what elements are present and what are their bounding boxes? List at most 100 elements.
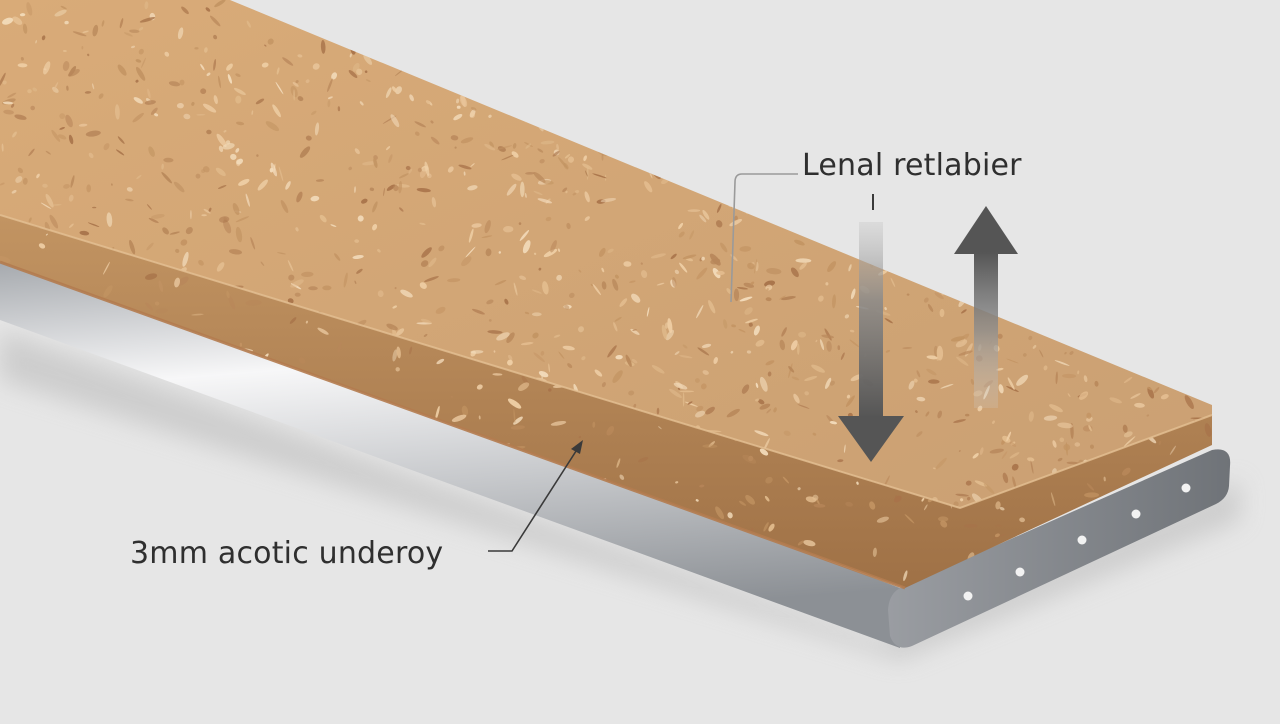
wood-chip (533, 252, 537, 255)
wood-chip (91, 83, 95, 90)
wood-chip (120, 459, 132, 467)
wood-chip (699, 484, 705, 488)
wood-chip (388, 154, 393, 164)
wood-chip (396, 346, 401, 359)
wood-chip (974, 480, 988, 487)
wood-chip (809, 13, 814, 20)
wood-chip (1009, 452, 1020, 459)
wood-chip (525, 171, 535, 175)
wood-chip (716, 203, 722, 213)
rail-holes (963, 483, 1191, 601)
wood-chip (766, 268, 782, 275)
wood-chip (1067, 393, 1071, 397)
wood-chip (193, 456, 200, 468)
wood-chip (87, 53, 90, 57)
wood-chip (62, 49, 67, 53)
wood-chip (623, 58, 628, 64)
wood-chip (1082, 54, 1086, 59)
wood-chip (717, 144, 727, 153)
wood-chip (921, 497, 925, 502)
wood-chip (1080, 336, 1089, 340)
wood-chip (420, 318, 433, 325)
wood-chip (476, 384, 483, 390)
wood-chip (464, 4, 476, 12)
wood-chip (1127, 73, 1140, 76)
wood-chip (265, 482, 280, 489)
wood-chip (700, 29, 703, 34)
wood-chip (934, 292, 944, 300)
wood-chip (357, 215, 364, 222)
wood-chip (767, 55, 773, 67)
wood-chip (42, 183, 48, 188)
wood-chip (605, 35, 619, 45)
wood-chip (883, 257, 898, 265)
wood-chip (450, 135, 459, 141)
wood-chip (537, 10, 552, 16)
wood-chip (472, 308, 485, 315)
wood-chip (1135, 3, 1141, 9)
wood-chip (1196, 230, 1200, 240)
wood-chip (1122, 0, 1136, 5)
wood-chip (537, 198, 553, 204)
wood-chip (955, 255, 968, 267)
wood-chip (3, 109, 14, 115)
wood-chip (393, 184, 399, 192)
wood-chip (989, 101, 996, 116)
wood-chip (526, 27, 541, 31)
wood-chip (850, 288, 856, 300)
wood-chip (644, 181, 653, 193)
wood-chip (795, 24, 805, 28)
wood-chip (1005, 198, 1010, 212)
wood-chip (1070, 275, 1075, 279)
wood-chip (822, 0, 827, 10)
wood-chip (1195, 266, 1204, 277)
wood-chip (585, 61, 599, 68)
wood-chip (1079, 62, 1086, 68)
wood-chip (1168, 292, 1172, 303)
wood-chip (243, 473, 247, 477)
wood-chip (337, 341, 342, 353)
wood-chip (629, 280, 636, 283)
wood-chip (1165, 305, 1170, 310)
wood-chip (1063, 123, 1070, 132)
wood-chip (965, 480, 972, 486)
wood-chip (1193, 154, 1198, 159)
wood-chip (923, 297, 929, 303)
wood-chip (257, 476, 260, 482)
wood-chip (503, 225, 514, 233)
wood-chip (75, 421, 83, 435)
wood-chip (1135, 34, 1142, 41)
wood-chip (1088, 69, 1094, 79)
wood-chip (203, 103, 217, 113)
wood-chip (144, 100, 156, 105)
wood-chip (966, 212, 970, 219)
wood-chip (385, 87, 392, 99)
wood-chip (81, 485, 97, 490)
wood-chip (1070, 215, 1074, 220)
wood-chip (872, 547, 877, 557)
wood-chip (468, 228, 474, 243)
wood-chip (264, 44, 267, 47)
wood-chip (129, 29, 140, 33)
wood-chip (958, 350, 973, 356)
wood-chip (322, 285, 332, 291)
wood-chip (394, 69, 404, 77)
wood-chip (541, 371, 544, 380)
wood-chip (824, 121, 831, 127)
wood-chip (223, 465, 230, 472)
wood-chip (750, 281, 755, 285)
wood-chip (343, 272, 348, 288)
wood-chip (213, 34, 218, 40)
wood-chip (1160, 331, 1172, 339)
wood-chip (1024, 48, 1028, 58)
wood-chip (1180, 217, 1191, 222)
wood-chip (876, 516, 889, 523)
wood-chip (62, 490, 67, 497)
wood-chip (601, 153, 604, 161)
wood-chip (724, 5, 739, 12)
wood-chip (327, 578, 331, 588)
wood-chip (504, 298, 509, 305)
wood-chip (1190, 571, 1193, 575)
wood-chip (36, 173, 40, 179)
wood-chip (791, 376, 800, 381)
